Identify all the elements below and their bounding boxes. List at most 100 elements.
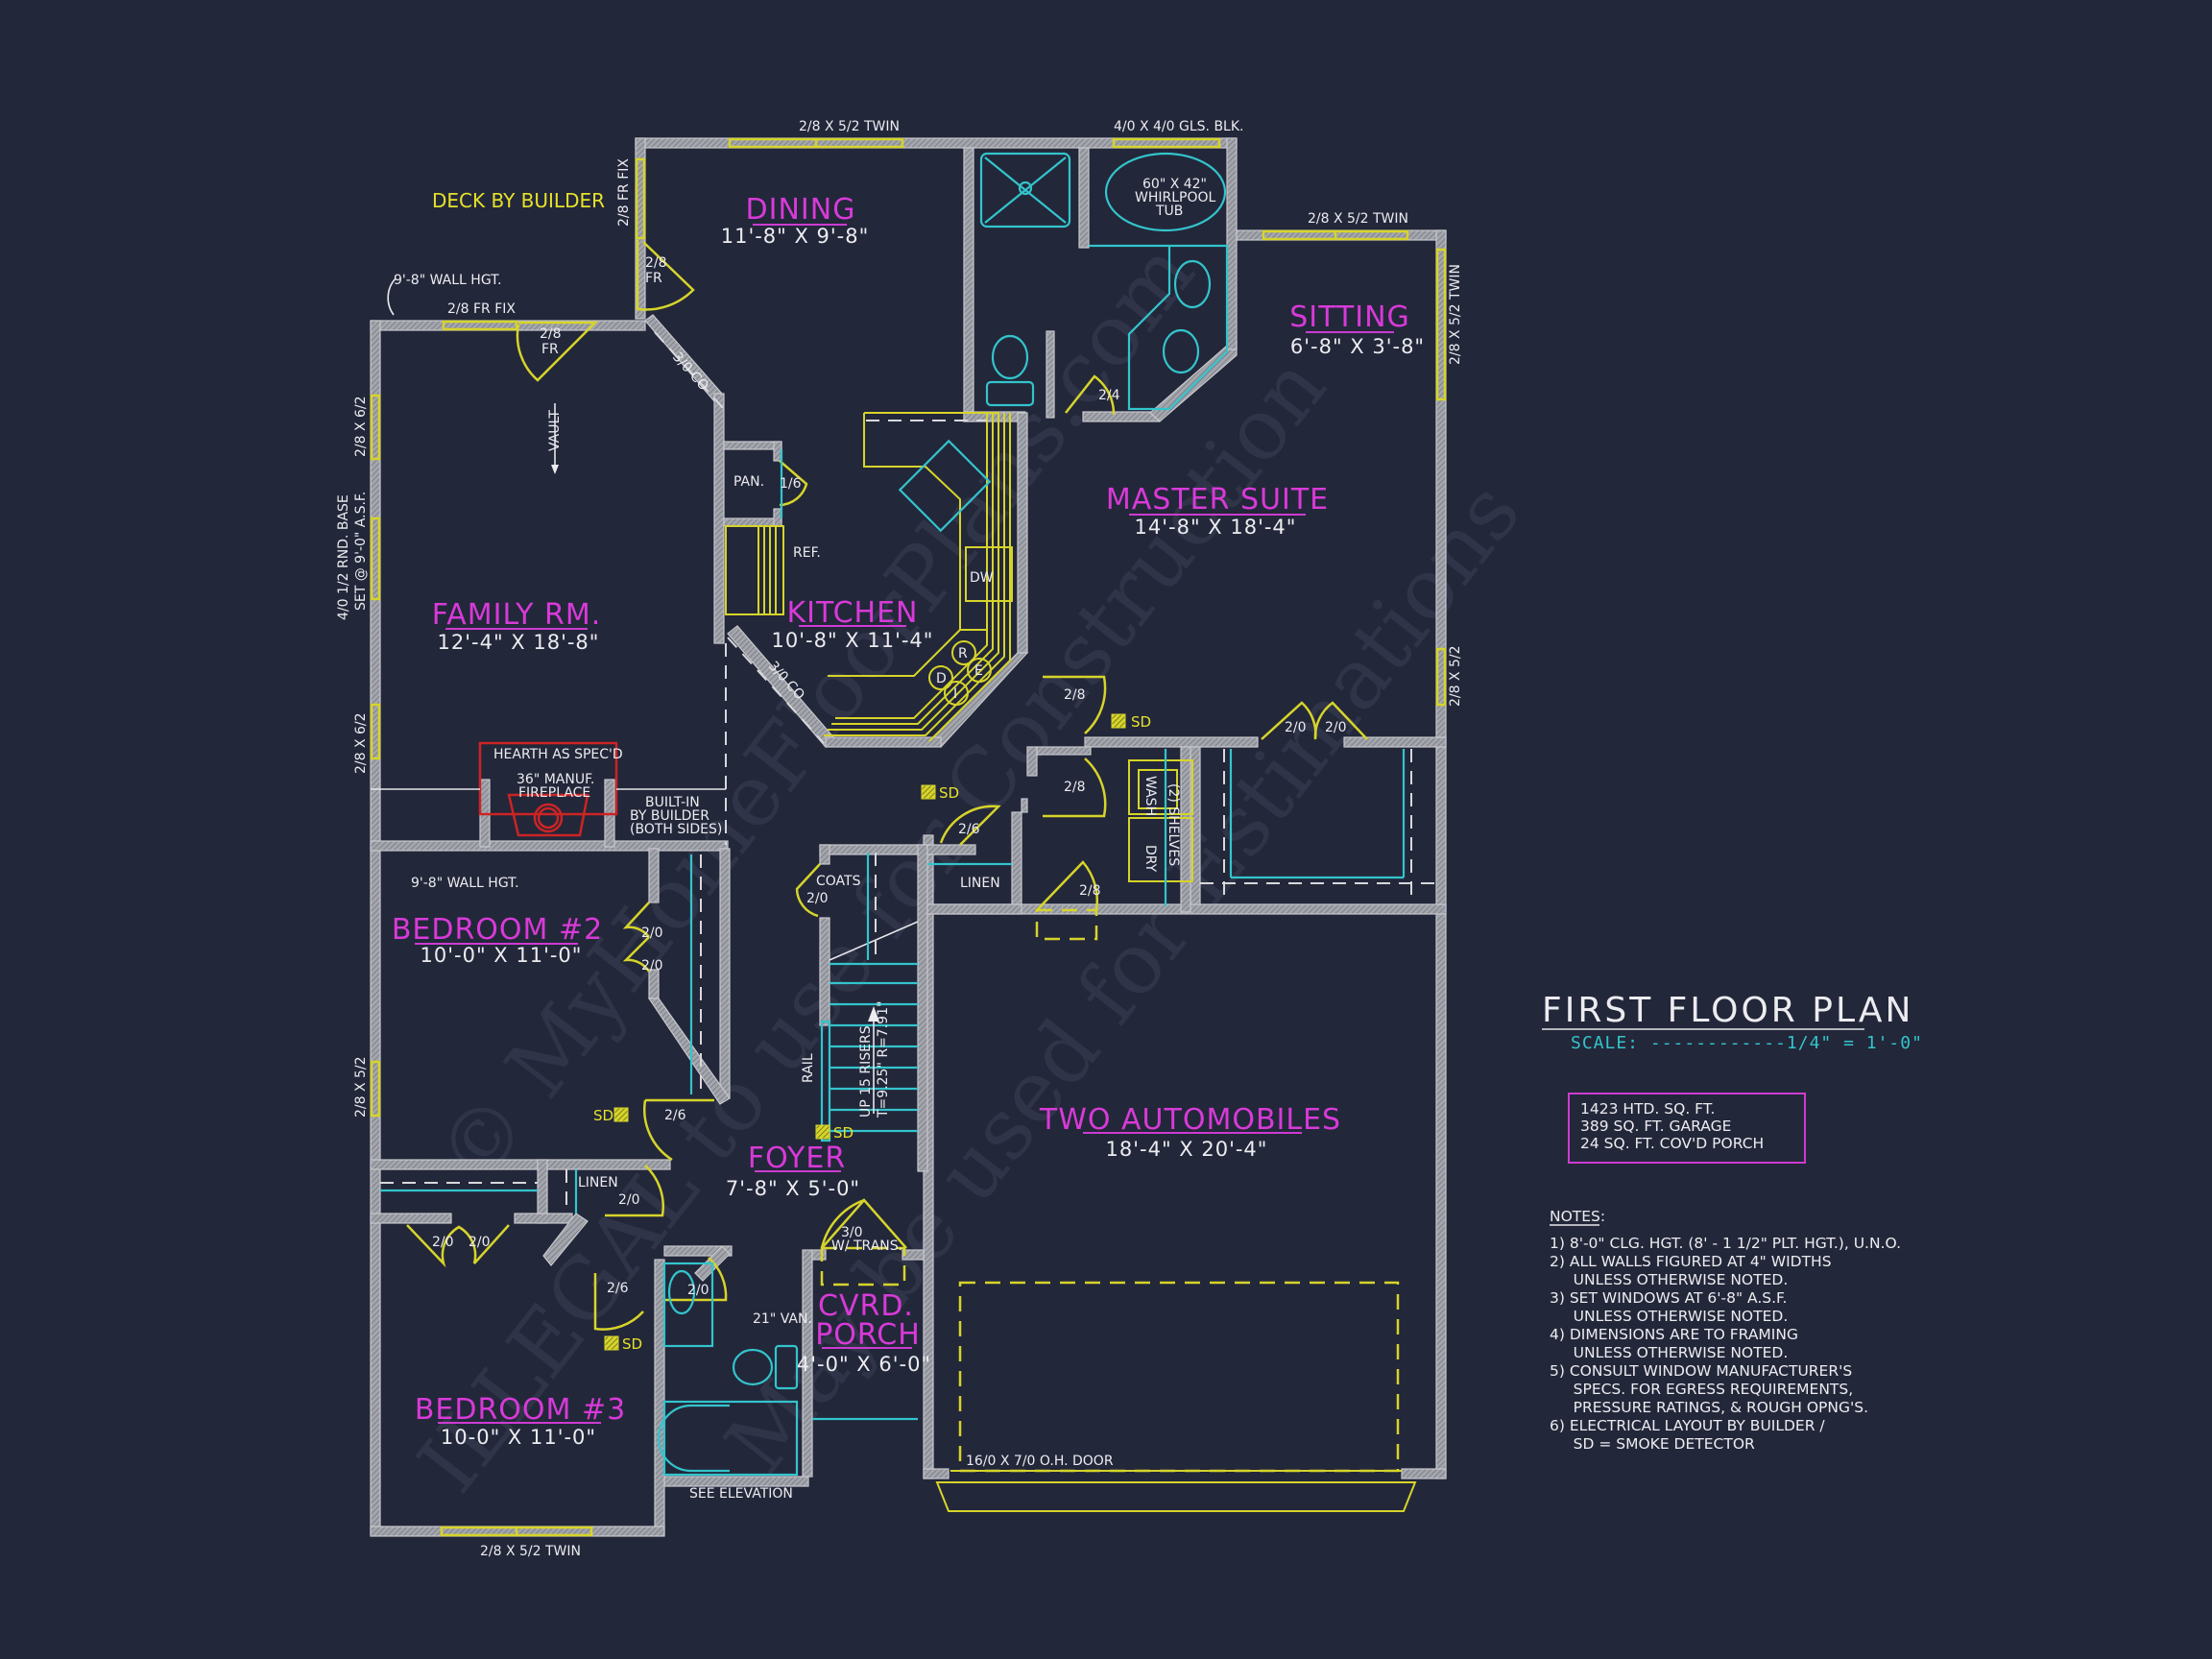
svg-text:UNLESS OTHERWISE NOTED.: UNLESS OTHERWISE NOTED. (1550, 1308, 1788, 1325)
svg-text:36" MANUF.: 36" MANUF. (517, 772, 594, 787)
svg-text:(2) SHELVES: (2) SHELVES (1166, 783, 1181, 866)
svg-text:UNLESS OTHERWISE NOTED.: UNLESS OTHERWISE NOTED. (1550, 1271, 1788, 1288)
svg-text:9'-8" WALL HGT.: 9'-8" WALL HGT. (411, 876, 519, 891)
svg-text:2/8: 2/8 (1064, 687, 1086, 703)
closet-details (380, 749, 1436, 1214)
svg-text:FR: FR (541, 342, 559, 357)
svg-text:2/8 X 6/2: 2/8 X 6/2 (353, 712, 369, 774)
svg-text:FIREPLACE: FIREPLACE (518, 785, 590, 801)
window-dining-fr-fix (635, 157, 646, 240)
svg-text:14'-8" X 18'-4": 14'-8" X 18'-4" (1135, 516, 1297, 539)
svg-text:SD: SD (939, 784, 959, 802)
svg-text:9'-8" WALL HGT.: 9'-8" WALL HGT. (394, 273, 502, 288)
svg-text:6) ELECTRICAL LAYOUT BY BUILD: 6) ELECTRICAL LAYOUT BY BUILDER / (1550, 1417, 1825, 1434)
svg-text:HEARTH AS SPEC'D: HEARTH AS SPEC'D (493, 747, 623, 762)
svg-text:3/0: 3/0 (841, 1225, 863, 1240)
window-family-left-2 (370, 703, 381, 760)
svg-text:2/6: 2/6 (664, 1108, 686, 1123)
svg-text:WASH: WASH (1142, 776, 1158, 816)
svg-text:SD: SD (593, 1107, 613, 1124)
svg-text:2/8 X 5/2 TWIN: 2/8 X 5/2 TWIN (1448, 264, 1463, 365)
windows (370, 137, 1447, 1537)
svg-text:10'-0" X 11'-0": 10'-0" X 11'-0" (421, 944, 583, 967)
svg-text:SITTING: SITTING (1289, 301, 1410, 334)
svg-text:2) ALL WALLS FIGURED AT 4" W: 2) ALL WALLS FIGURED AT 4" WIDTHS (1550, 1253, 1832, 1270)
svg-text:10'-8" X 11'-4": 10'-8" X 11'-4" (772, 629, 934, 652)
svg-text:2/0: 2/0 (641, 958, 663, 974)
svg-text:1/6: 1/6 (780, 476, 802, 492)
svg-text:2/0: 2/0 (806, 891, 829, 906)
svg-text:SD: SD (1131, 713, 1151, 731)
svg-text:4'-0" X 6'-0": 4'-0" X 6'-0" (797, 1353, 931, 1376)
svg-text:2/8: 2/8 (645, 255, 667, 271)
svg-text:16/0 X 7/0 O.H. DOOR: 16/0 X 7/0 O.H. DOOR (966, 1454, 1114, 1469)
svg-text:SPECS. FOR EGRESS REQUIREMENTS: SPECS. FOR EGRESS REQUIREMENTS, (1550, 1381, 1853, 1398)
window-family-left-1 (370, 394, 381, 461)
svg-text:2/6: 2/6 (958, 822, 980, 837)
room-bedroom-2: BEDROOM #2 10'-0" X 11'-0" (392, 913, 603, 967)
svg-text:CVRD.: CVRD. (818, 1289, 914, 1323)
window-round-base (370, 517, 381, 601)
svg-text:2/8 FR FIX: 2/8 FR FIX (447, 301, 516, 317)
svg-text:2/8 X 5/2 TWIN: 2/8 X 5/2 TWIN (1308, 211, 1408, 227)
room-foyer: FOYER 7'-8" X 5'-0" (726, 1142, 859, 1200)
room-covered-porch: CVRD. PORCH 4'-0" X 6'-0" (797, 1289, 931, 1376)
svg-text:TWO AUTOMOBILES: TWO AUTOMOBILES (1039, 1103, 1341, 1137)
svg-text:E: E (974, 663, 983, 679)
svg-text:2/0: 2/0 (1325, 720, 1347, 735)
svg-text:SD = SMOKE DETECTOR: SD = SMOKE DETECTOR (1550, 1435, 1755, 1453)
svg-text:2/8 X 6/2: 2/8 X 6/2 (353, 396, 369, 457)
svg-text:6'-8" X 3'-8": 6'-8" X 3'-8" (1290, 335, 1425, 358)
svg-text:UP 15 RISERS: UP 15 RISERS (858, 1025, 874, 1118)
svg-text:COATS: COATS (816, 874, 861, 889)
svg-text:SEE ELEVATION: SEE ELEVATION (689, 1486, 793, 1502)
svg-text:4) DIMENSIONS ARE TO FRAMING: 4) DIMENSIONS ARE TO FRAMING (1550, 1326, 1798, 1343)
svg-text:1) 8'-0" CLG. HGT. (8' - 1 1: 1) 8'-0" CLG. HGT. (8' - 1 1/2" PLT. HGT… (1550, 1235, 1901, 1252)
svg-text:18'-4" X 20'-4": 18'-4" X 20'-4" (1106, 1138, 1268, 1161)
svg-text:2/0: 2/0 (432, 1235, 454, 1250)
svg-text:TUB: TUB (1155, 204, 1183, 219)
svg-text:D: D (936, 671, 947, 686)
svg-text:FAMILY RM.: FAMILY RM. (432, 598, 602, 632)
room-sitting: SITTING 6'-8" X 3'-8" (1289, 301, 1425, 358)
svg-text:2/8 X 5/2 TWIN: 2/8 X 5/2 TWIN (480, 1544, 581, 1559)
svg-text:T=9.25" R=7.91": T=9.25" R=7.91" (876, 1001, 891, 1118)
svg-text:24 SQ. FT. COV'D PORCH: 24 SQ. FT. COV'D PORCH (1580, 1135, 1764, 1152)
room-dining: DINING 11'-8" X 9'-8" (721, 193, 869, 248)
svg-text:I: I (953, 686, 957, 702)
svg-text:10-0" X 11'-0": 10-0" X 11'-0" (441, 1426, 596, 1449)
room-bedroom-3: BEDROOM #3 10-0" X 11'-0" (415, 1393, 625, 1449)
svg-text:(BOTH SIDES): (BOTH SIDES) (630, 822, 722, 837)
bath-fixtures (657, 152, 1229, 1477)
svg-text:2/0: 2/0 (1285, 720, 1307, 735)
svg-text:DINING: DINING (746, 193, 856, 227)
svg-text:2/6: 2/6 (607, 1281, 629, 1296)
drawing-title: FIRST FLOOR PLAN (1542, 991, 1913, 1030)
svg-text:REF.: REF. (793, 545, 821, 561)
svg-text:MASTER SUITE: MASTER SUITE (1106, 483, 1329, 517)
svg-text:4/0 1/2 RND. BASE: 4/0 1/2 RND. BASE (336, 494, 351, 620)
room-family: FAMILY RM. 12'-4" X 18'-8" (432, 598, 602, 654)
svg-text:389 SQ. FT. GARAGE: 389 SQ. FT. GARAGE (1580, 1118, 1731, 1135)
cased-opening-1 (654, 331, 725, 410)
svg-text:2/0: 2/0 (687, 1283, 709, 1298)
svg-text:BEDROOM #2: BEDROOM #2 (392, 913, 603, 947)
svg-text:LINEN: LINEN (960, 876, 1000, 891)
svg-text:DRY: DRY (1142, 845, 1158, 873)
svg-text:2/8 FR FIX: 2/8 FR FIX (616, 158, 632, 227)
svg-text:2/8: 2/8 (540, 326, 562, 342)
svg-text:2/8: 2/8 (1064, 780, 1086, 795)
room-master-suite: MASTER SUITE 14'-8" X 18'-4" (1106, 483, 1329, 539)
deck-label: DECK BY BUILDER (432, 189, 605, 212)
svg-text:1423 HTD. SQ. FT.: 1423 HTD. SQ. FT. (1580, 1100, 1715, 1118)
svg-text:2/0: 2/0 (469, 1235, 491, 1250)
svg-text:3/0 CO: 3/0 CO (669, 349, 711, 394)
svg-text:PRESSURE RATINGS, & ROUGH OPNG: PRESSURE RATINGS, & ROUGH OPNG'S. (1550, 1399, 1868, 1416)
area-summary: 1423 HTD. SQ. FT. 389 SQ. FT. GARAGE 24 … (1568, 1093, 1806, 1164)
svg-text:R: R (958, 646, 968, 661)
svg-text:DW: DW (970, 570, 994, 586)
svg-text:UNLESS OTHERWISE NOTED.: UNLESS OTHERWISE NOTED. (1550, 1344, 1788, 1361)
svg-text:60" X 42": 60" X 42" (1142, 177, 1207, 192)
svg-text:W/ TRANS.: W/ TRANS. (831, 1238, 902, 1254)
garage-door (935, 1281, 1417, 1512)
